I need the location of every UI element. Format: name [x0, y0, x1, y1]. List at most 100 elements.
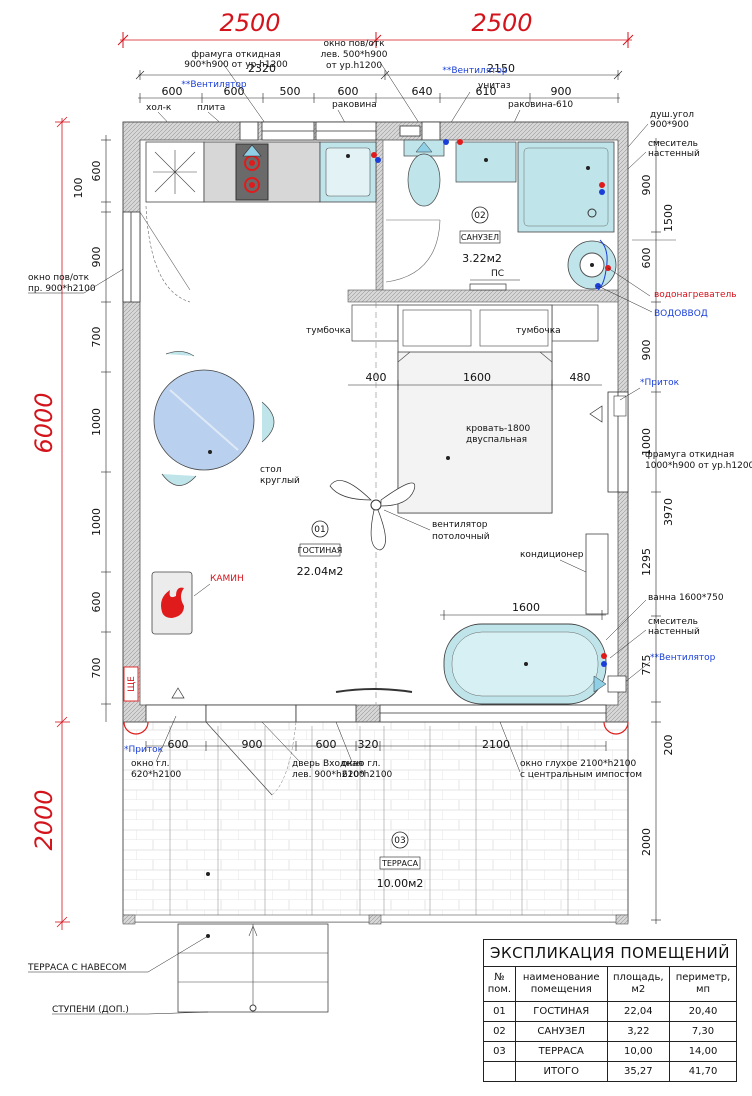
entry-door-line2: лев. 900*h2100	[292, 770, 365, 780]
dim-600a: 600	[162, 85, 183, 98]
ac-label: кондиционер	[520, 550, 584, 560]
bathtub	[443, 623, 607, 705]
dim-2320: 2320	[248, 62, 276, 75]
dim-left-6000: 6000	[30, 392, 58, 453]
bathroom	[371, 139, 617, 291]
ceiling-fan	[329, 480, 416, 551]
fireplace-label: КАМИН	[210, 574, 244, 584]
right-chain-dimension	[632, 138, 676, 924]
dim-left-700a: 700	[90, 327, 103, 348]
room-02-name: САНУЗЕЛ	[461, 233, 499, 242]
dim-top-right: 2500	[471, 9, 532, 37]
window-left-leader	[28, 264, 131, 294]
dim-600c: 600	[338, 85, 359, 98]
vent-window-line1: фрамуга откидная	[191, 50, 280, 60]
dim-right-900b: 900	[640, 340, 653, 361]
panel-label: ЩЕ	[127, 676, 137, 692]
fireplace	[151, 571, 193, 635]
window-ter1-line1: окно гл.	[131, 759, 170, 769]
left-overall-dimension	[55, 116, 70, 930]
room-01-tag	[299, 520, 341, 557]
shower-line1: душ.угол	[650, 110, 694, 120]
dim-ter-600b: 600	[316, 738, 337, 751]
dim-left-1000b: 1000	[90, 508, 103, 536]
entry-door-line1: дверь Входная	[292, 759, 363, 769]
stove-label: плита	[197, 103, 225, 113]
window-ter3-line1: окно глухое 2100*h2100	[520, 759, 637, 769]
mixer-bath-line1: смеситель	[648, 617, 698, 627]
window-ter1-line2: 620*h2100	[131, 770, 182, 780]
top-row3-dimension	[138, 93, 620, 103]
air-conditioner	[585, 533, 609, 615]
terrace-chain-dimension	[145, 741, 607, 751]
col-perimeter-header: периметр,мп	[669, 966, 737, 1002]
dim-ter-900: 900	[242, 738, 263, 751]
terrace-roof-label: ТЕРРАСА С НАВЕСОМ	[27, 963, 127, 973]
window-left-line1: окно пов/отк	[28, 273, 90, 283]
entry-arrow	[171, 687, 185, 699]
window-top-line2: лев. 500*h900	[321, 50, 388, 60]
dim-left-700b: 700	[90, 658, 103, 679]
top-overall-dimension: 2500 2500	[117, 9, 634, 48]
electric-panel	[123, 666, 139, 702]
window-ter2-line1: окно гл.	[342, 759, 381, 769]
water-pipe-label: ВОДОВВОД	[654, 309, 708, 319]
terrace	[122, 721, 629, 925]
bed-line1: кровать-1800	[466, 424, 530, 434]
dim-left-2000: 2000	[30, 789, 58, 850]
room-03-area: 10.00м2	[377, 877, 424, 890]
dim-right-1295: 1295	[640, 548, 653, 576]
fan-top2-label: **Вентилятор	[442, 66, 508, 76]
room-03-num: 03	[394, 836, 405, 846]
fridge-label: хол-к	[146, 103, 172, 113]
bath-dimension	[440, 610, 606, 620]
steps	[177, 923, 329, 1013]
shower-line2: 900*900	[650, 120, 689, 130]
dim-right-200: 200	[662, 735, 675, 756]
kitchen	[145, 141, 377, 203]
sink-bath-label: раковина-610	[508, 100, 573, 110]
nightstand-l-label: тумбочка	[306, 326, 351, 336]
vent-grilles	[239, 121, 441, 141]
dim-right-3970: 3970	[662, 498, 675, 526]
sink-label: раковина	[332, 100, 377, 110]
room-02-tag	[459, 206, 501, 244]
top-row2-dimension	[135, 70, 623, 80]
bed-blanket	[397, 351, 553, 514]
fan-top1-label: **Вентилятор	[181, 80, 247, 90]
table-line2: круглый	[260, 476, 300, 486]
col-area-header: площадь,м2	[606, 966, 671, 1002]
dim-640: 640	[412, 85, 433, 98]
room-01-name: ГОСТИНАЯ	[298, 546, 343, 555]
vent-window-line2: 900*h900 от ур.h1200	[184, 60, 288, 70]
dim-610: 610	[476, 85, 497, 98]
inflow-bottom-label: *Приток	[124, 745, 164, 755]
fan-right	[607, 675, 627, 693]
mixer-wall-line2: настенный	[648, 149, 700, 159]
fan-right-label: **Вентилятор	[650, 653, 716, 663]
dim-600b: 600	[224, 85, 245, 98]
dim-right-900a: 900	[640, 175, 653, 196]
steps-label: СТУПЕНИ (ДОП.)	[52, 1005, 129, 1015]
window-left-line2: пр. 900*h2100	[28, 284, 96, 294]
room-02-num: 02	[474, 211, 485, 221]
room-01-area: 22.04м2	[297, 565, 344, 578]
room-02-area: 3.22м2	[462, 252, 502, 265]
dim-bath-1600: 1600	[512, 601, 540, 614]
dim-right-1000: 1000	[640, 428, 653, 456]
toilet-bowl	[407, 153, 441, 207]
dim-right-1500: 1500	[662, 204, 675, 232]
dim-ter-2100: 2100	[482, 738, 510, 751]
room-01-num: 01	[314, 525, 325, 535]
left-chain-dimension	[101, 135, 111, 722]
dim-900: 900	[551, 85, 572, 98]
bath-label: ванна 1600*750	[648, 593, 724, 603]
bed-dimension	[348, 380, 602, 390]
